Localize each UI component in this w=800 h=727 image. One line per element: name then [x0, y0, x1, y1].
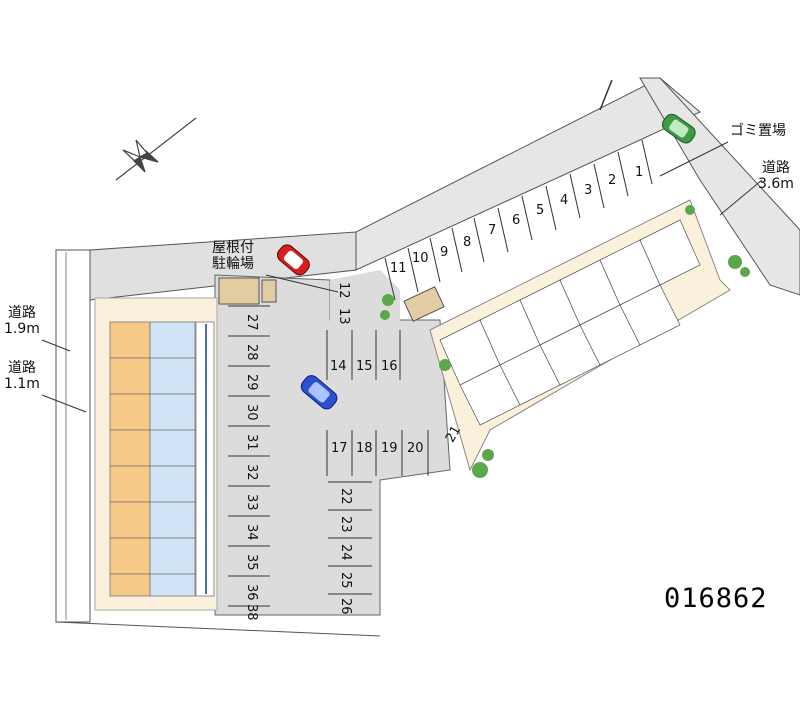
space-9: 9: [440, 245, 448, 260]
space-1: 1: [635, 165, 643, 180]
road-left-top-label: 道路 1.9m: [4, 305, 40, 337]
space-14: 14: [330, 359, 347, 374]
greenery: [380, 205, 750, 478]
space-33: 33: [244, 494, 259, 511]
space-19: 19: [381, 441, 398, 456]
space-21: 21: [443, 423, 464, 445]
space-11: 11: [390, 261, 407, 276]
parking-lines-left: [228, 305, 270, 607]
space-20: 20: [407, 441, 424, 456]
space-3: 3: [584, 183, 592, 198]
space-15: 15: [356, 359, 373, 374]
space-13: 13: [336, 308, 351, 325]
parking-lines-upper: [384, 139, 653, 301]
space-23: 23: [338, 516, 353, 533]
compass-icon: [115, 117, 197, 181]
space-7: 7: [488, 223, 496, 238]
space-12: 12: [336, 282, 351, 299]
space-27: 27: [244, 314, 259, 331]
space-10: 10: [412, 251, 429, 266]
bicycle-parking-label: 屋根付 駐輪場: [212, 240, 254, 272]
green-car-icon: [661, 113, 696, 144]
space-29: 29: [244, 374, 259, 391]
space-24: 24: [338, 544, 353, 561]
space-38: 38: [244, 604, 259, 621]
space-2: 2: [608, 173, 616, 188]
space-30: 30: [244, 404, 259, 421]
space-34: 34: [244, 524, 259, 541]
right-building-units: [439, 219, 701, 426]
space-36: 36: [244, 584, 259, 601]
space-22: 22: [338, 488, 353, 505]
space-26: 26: [338, 598, 353, 615]
space-25: 25: [338, 572, 353, 589]
parking-numbers: 1 2 3 4 5 6 7 8 9 10 11 12 13 14 15 16 1…: [244, 165, 643, 621]
property-code: 016862: [664, 583, 768, 614]
space-35: 35: [244, 554, 259, 571]
space-5: 5: [536, 203, 544, 218]
road-left: [55, 249, 91, 623]
space-6: 6: [512, 213, 520, 228]
space-16: 16: [381, 359, 398, 374]
road-right-label: 道路 3.6m: [758, 160, 794, 192]
storage-box: [403, 286, 445, 322]
space-4: 4: [560, 193, 568, 208]
parking-lines-middle: [326, 330, 429, 476]
space-31: 31: [244, 434, 259, 451]
blue-car-icon: [300, 375, 338, 410]
left-building-units: [109, 321, 215, 597]
space-18: 18: [356, 441, 373, 456]
road-bottom-line: [55, 621, 381, 637]
space-8: 8: [463, 235, 471, 250]
parking-lines-right: [328, 481, 372, 595]
red-car-icon: [276, 244, 310, 276]
garbage-label: ゴミ置場: [730, 123, 786, 139]
space-28: 28: [244, 344, 259, 361]
bicycle-parking: [218, 277, 260, 305]
space-32: 32: [244, 464, 259, 481]
space-17: 17: [331, 441, 348, 456]
road-left-bottom-label: 道路 1.1m: [4, 360, 40, 392]
